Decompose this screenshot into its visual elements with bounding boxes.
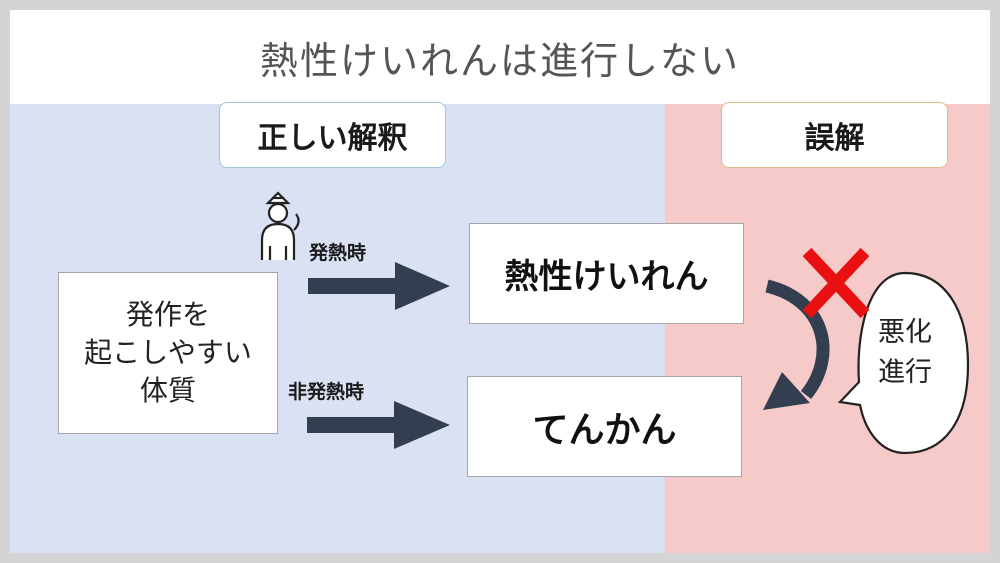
condition-line-2: 起こしやすい	[84, 336, 252, 369]
condition-line-3: 体質	[139, 374, 196, 407]
bubble-line-2: 進行	[878, 357, 932, 388]
correct-interpretation-header: 正しい解釈	[219, 102, 446, 168]
progression-curved-arrow	[763, 279, 830, 410]
bubble-line-1: 悪化	[878, 317, 932, 348]
febrile-seizure-box: 熱性けいれん	[469, 223, 744, 324]
no-fever-label: 非発熱時	[288, 381, 365, 403]
no-fever-arrow	[307, 401, 450, 449]
fever-arrow	[308, 262, 450, 310]
slide: 熱性けいれんは進行しない 正しい解釈 誤解 発作を 起こしやすい 体質 熱性けい…	[10, 10, 990, 553]
bubble-text: 悪化 進行	[862, 313, 948, 393]
fever-label: 発熱時	[309, 242, 367, 264]
diagram-overlay	[260, 191, 970, 455]
cross-mark-icon	[802, 247, 870, 319]
misconception-speech-bubble	[837, 271, 970, 455]
condition-line-1: 発作を	[125, 298, 210, 331]
slide-title: 熱性けいれんは進行しない	[259, 38, 740, 83]
title-bar: 熱性けいれんは進行しない	[10, 10, 990, 104]
seizure-prone-constitution-box: 発作を 起こしやすい 体質	[58, 272, 278, 434]
epilepsy-box: てんかん	[467, 376, 742, 477]
misconception-header: 誤解	[721, 102, 948, 168]
feverish-person-icon	[260, 191, 300, 260]
